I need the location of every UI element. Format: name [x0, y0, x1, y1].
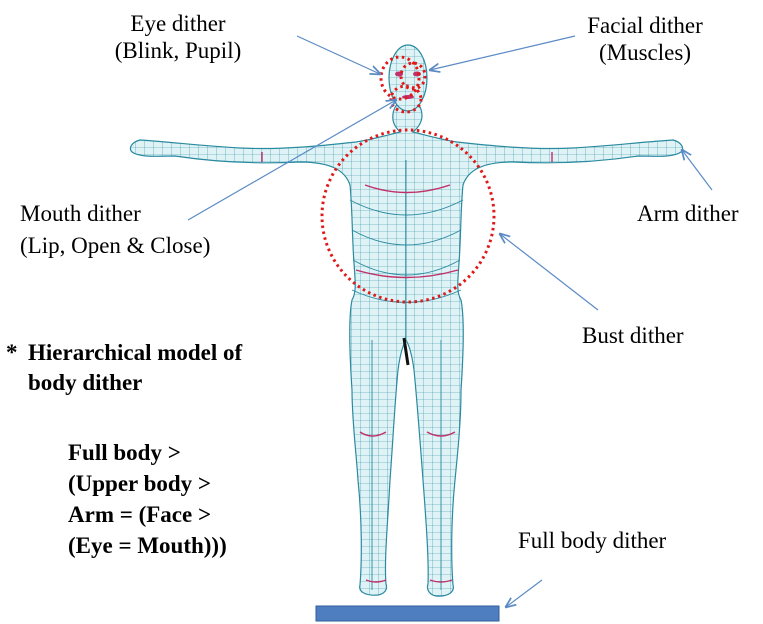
mouth-dither-title: Mouth dither	[20, 200, 210, 227]
eye-dither-detail: (Blink, Pupil)	[88, 37, 268, 64]
hierarchy-line: (Eye = Mouth)))	[68, 530, 227, 561]
eye-dither-label: Eye dither (Blink, Pupil)	[88, 10, 268, 64]
hierarchy-list: Full body > (Upper body > Arm = (Face > …	[68, 437, 227, 561]
hierarchy-line: Arm = (Face >	[68, 499, 227, 530]
base-plate	[316, 606, 499, 621]
eye-dither-title: Eye dither	[88, 10, 268, 37]
eye-arrow	[297, 36, 380, 74]
arm-dither-label: Arm dither	[637, 200, 739, 227]
hierarchy-line: Full body >	[68, 437, 227, 468]
hierarchy-title-line1: Hierarchical model of	[28, 340, 242, 365]
hierarchy-line: (Upper body >	[68, 468, 227, 499]
mouth-dither-label: Mouth dither (Lip, Open & Close)	[20, 200, 210, 259]
facial-dither-detail: (Muscles)	[565, 39, 725, 66]
bust-dither-label: Bust dither	[582, 322, 684, 349]
facial-arrow	[430, 36, 575, 70]
bullet-marker: *	[6, 338, 28, 368]
facial-dither-label: Facial dither (Muscles)	[565, 12, 725, 66]
bust-arrow	[500, 234, 598, 310]
mouth-dither-detail: (Lip, Open & Close)	[20, 232, 210, 259]
hierarchy-note: *Hierarchical model of body dither	[6, 338, 242, 398]
facial-dither-title: Facial dither	[565, 12, 725, 39]
fullbody-dither-label: Full body dither	[518, 527, 666, 554]
hierarchy-note-heading: *Hierarchical model of	[6, 338, 242, 368]
fullbody-arrow	[506, 580, 542, 607]
arm-arrow	[682, 150, 712, 190]
hierarchy-title-line2: body dither	[6, 368, 242, 398]
